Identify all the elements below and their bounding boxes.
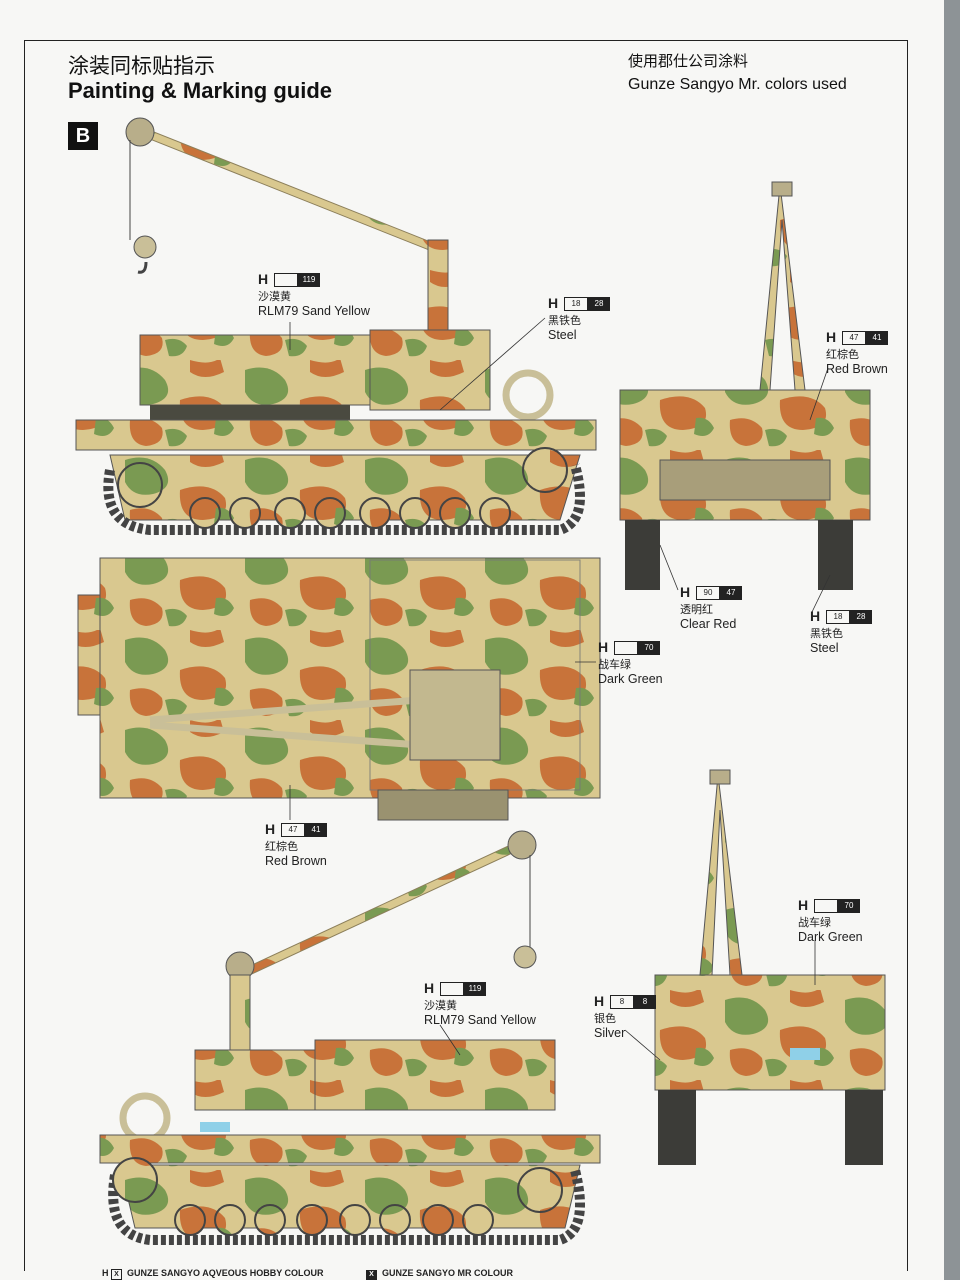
tow-ring bbox=[502, 369, 554, 421]
top-view bbox=[77, 557, 601, 821]
legend-aqueous-label: GUNZE SANGYO AQVEOUS HOBBY COLOUR bbox=[127, 1268, 324, 1278]
paint-brand-chinese: 使用郡仕公司涂料 bbox=[628, 52, 749, 70]
idler-wheel bbox=[522, 447, 568, 493]
legend-aqueous-box: X bbox=[111, 1269, 123, 1280]
rear-view-top bbox=[619, 181, 871, 590]
legend-aqueous: H X GUNZE SANGYO AQVEOUS HOBBY COLOUR bbox=[102, 1268, 324, 1280]
front-view-bottom bbox=[654, 769, 886, 1165]
superstructure-box bbox=[139, 334, 371, 406]
front-visor-glass bbox=[790, 1048, 820, 1060]
boom-pulley bbox=[125, 117, 155, 147]
left-track-rear bbox=[625, 520, 660, 590]
side-view-bottom bbox=[99, 830, 601, 1245]
drive-sprocket bbox=[117, 462, 163, 508]
right-track-rear bbox=[818, 520, 853, 590]
title-english: Painting & Marking guide bbox=[68, 78, 333, 103]
title-chinese: 涂装同标贴指示 bbox=[68, 54, 215, 78]
legend-mr-label: GUNZE SANGYO MR COLOUR bbox=[382, 1268, 514, 1278]
sheet-frame bbox=[24, 40, 908, 1271]
track bbox=[103, 463, 585, 535]
leader-lines bbox=[289, 317, 831, 1061]
side-view-top bbox=[75, 117, 597, 535]
legend-mr-box: X bbox=[366, 1270, 377, 1280]
scheme-badge: B bbox=[68, 122, 98, 150]
legend-mr: X GUNZE SANGYO MR COLOUR bbox=[366, 1268, 513, 1280]
hull-side bbox=[75, 419, 597, 451]
legend-aqueous-key: H bbox=[102, 1268, 109, 1278]
hook-block bbox=[133, 235, 157, 259]
paint-brand-english: Gunze Sangyo Mr. colors used bbox=[628, 76, 847, 93]
periscope-glass bbox=[200, 1122, 230, 1132]
